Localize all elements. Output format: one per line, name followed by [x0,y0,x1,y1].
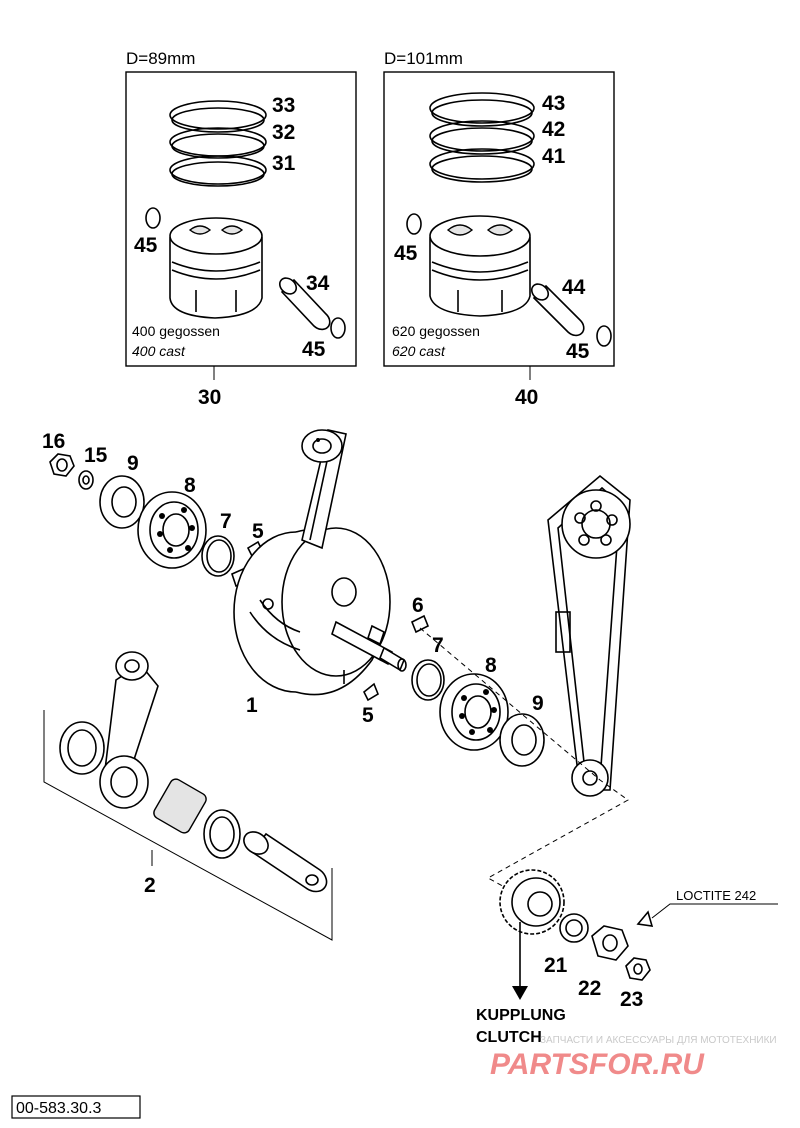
conrod-kit-2-label: 2 [144,874,156,897]
watermark-tagline: ЗАПЧАСТИ И АКСЕССУАРЫ ДЛЯ МОТОТЕХНИКИ [540,1035,777,1046]
kit2-piston [429,215,531,317]
kit1-piston-rings [169,100,267,187]
kit2-variant-en: 620 cast [392,343,446,359]
kit2-circlip-bottom-label: 45 [566,340,590,363]
kit1-piston-pin [278,277,331,331]
kit2-circlip-top [406,213,422,235]
kit2-pin-label: 44 [562,276,586,299]
clutch-en: CLUTCH [476,1029,542,1046]
kit2-diameter: D=101mm [384,49,463,68]
kit2-piston-pin [530,283,585,337]
nut-22-label: 22 [578,977,601,1000]
kit2-circlip-top-label: 45 [394,242,418,265]
kit2-ring-bottom-label: 41 [542,145,566,168]
nut-23-label: 23 [620,988,643,1011]
nut-16 [49,453,75,477]
clutch-arrow-head [512,986,528,1000]
kit2-variant-de: 620 gegossen [392,323,480,339]
kit1-variant-en: 400 cast [132,343,186,359]
reference-code: 00-583.30.3 [16,1100,102,1117]
kit2-ring-mid-label: 42 [542,118,565,141]
kit1-variant-de: 400 gegossen [132,323,220,339]
bearing-8-left [137,491,207,569]
kit2-number: 40 [515,386,538,409]
kit1-ring-mid-label: 32 [272,121,295,144]
chain-guide-dashes [419,627,629,891]
nut-16-label: 16 [42,430,65,453]
loctite-key [636,910,654,927]
key-6-label: 6 [412,594,424,617]
timing-chain [547,474,631,797]
nut-22 [591,925,629,961]
washer-15-label: 15 [84,444,108,467]
seal-9-right [499,713,545,767]
shim-7-right [411,659,445,701]
watermark-brand: PARTSFOR.RU [490,1048,705,1081]
kit1-pin-label: 34 [306,272,330,295]
key-5-left-label: 5 [252,520,264,543]
kit2-circlip-bottom [596,325,612,347]
kit1-circlip-bottom [330,317,346,339]
gear-21-label: 21 [544,954,568,977]
key-6 [410,614,430,634]
seal-9-right-label: 9 [532,692,544,715]
kit1-circlip-bottom-label: 45 [302,338,326,361]
loctite-note: LOCTITE 242 [676,888,756,903]
key-5-right [362,682,379,702]
kit1-diameter: D=89mm [126,49,195,68]
bearing-8-left-label: 8 [184,474,196,497]
reference-code-box [11,1095,141,1119]
seal-9-left-label: 9 [127,452,139,475]
key-5-right-label: 5 [362,704,374,727]
seal-9-left [99,475,145,529]
shim-7-right-label: 7 [432,634,444,657]
shim-7-left-label: 7 [220,510,232,533]
kit2-frame [383,71,615,367]
kit1-frame [125,71,357,367]
crankshaft-1 [231,429,407,696]
bearing-8-right-label: 8 [485,654,497,677]
kit1-circlip-top [145,207,161,229]
nut-23 [625,957,651,981]
kit1-number: 30 [198,386,221,409]
crankshaft-1-label: 1 [246,694,258,717]
kit1-ring-top-label: 33 [272,94,295,117]
gear-21 [499,869,589,943]
kit2-piston-rings [429,92,535,183]
kit2-ring-top-label: 43 [542,92,565,115]
conrod-kit-2 [43,651,333,941]
shim-7-left [201,535,235,577]
bearing-8-right [439,673,509,751]
loctite-leader [651,903,778,919]
kit1-piston [169,217,263,319]
washer-15 [78,470,94,490]
kit1-ring-bottom-label: 31 [272,152,296,175]
kit1-circlip-top-label: 45 [134,234,158,257]
clutch-de: KUPPLUNG [476,1007,566,1024]
